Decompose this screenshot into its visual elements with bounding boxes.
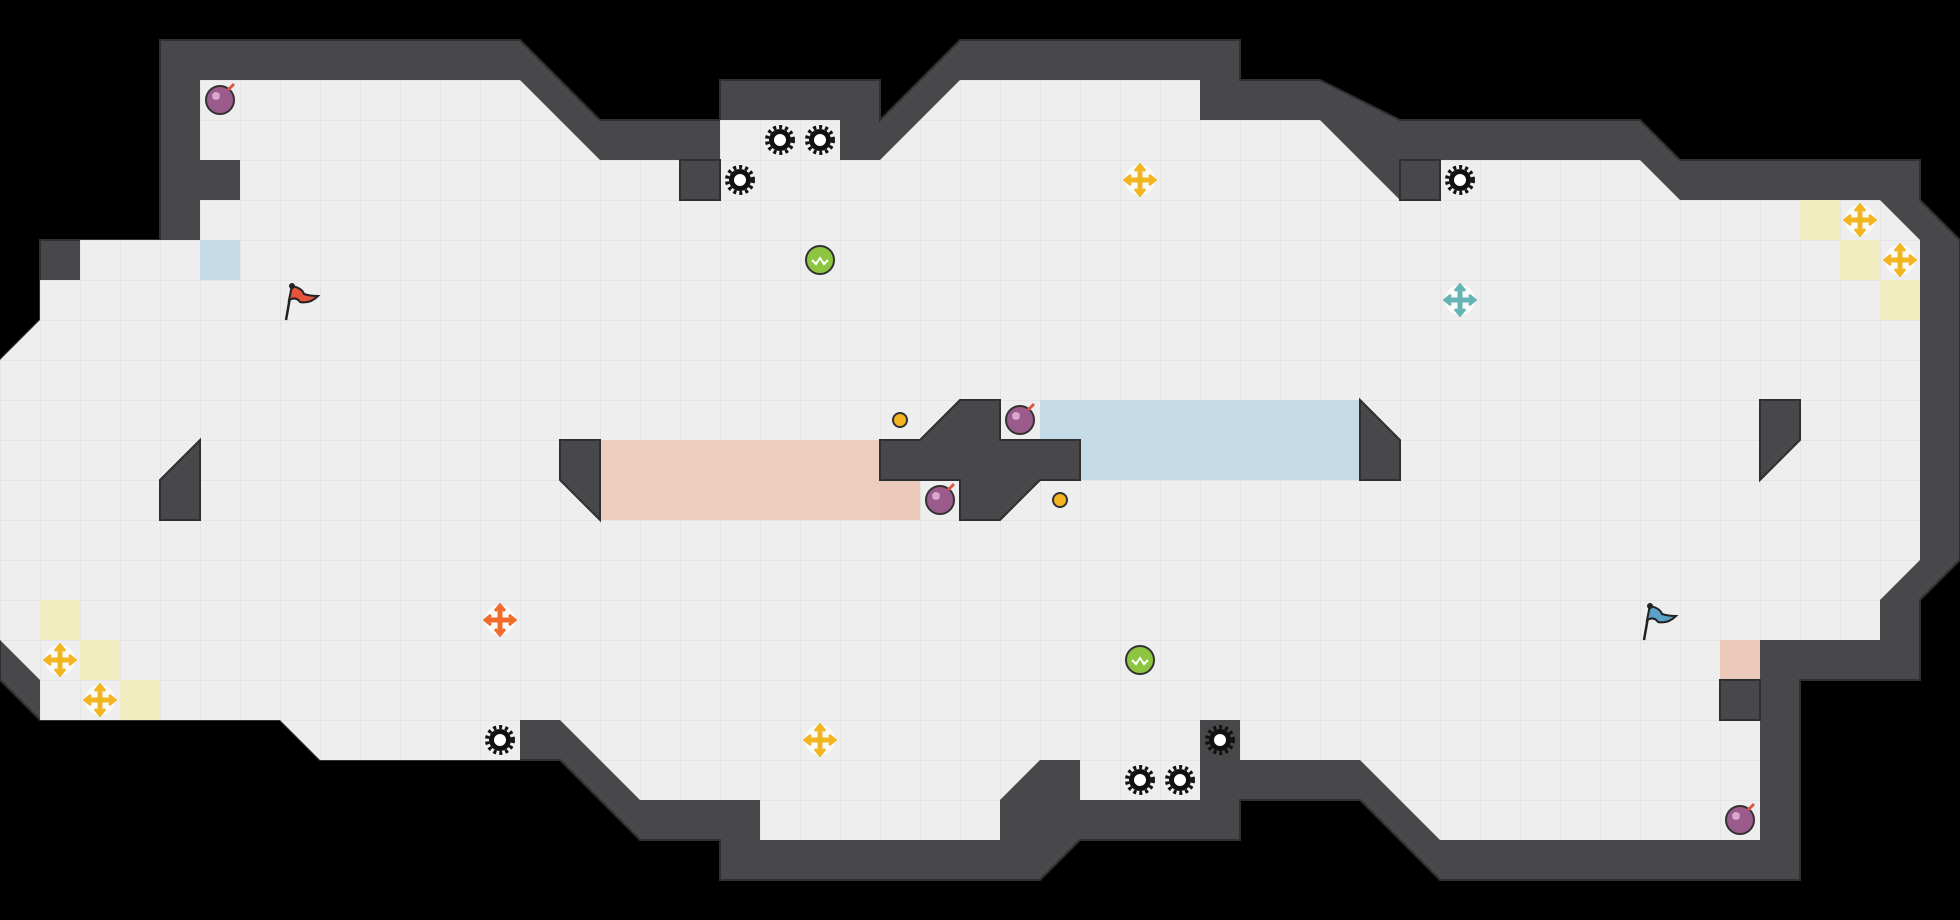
wall-top-notch <box>679 159 721 201</box>
boost-pad-icon <box>1122 162 1158 198</box>
red-boost-pad-icon <box>482 602 518 638</box>
red-zone-left-ext <box>880 480 920 520</box>
blue-zone-center-low <box>1080 440 1360 480</box>
wall-right-triangle <box>1759 399 1801 483</box>
boost-pad-icon <box>1842 202 1878 238</box>
yellow-zone-tr-1 <box>1800 200 1840 240</box>
spike-icon <box>1205 725 1235 755</box>
blue-zone-small <box>200 240 240 280</box>
powerup-icon <box>805 245 835 275</box>
spike-icon <box>485 725 515 755</box>
spike-icon <box>765 125 795 155</box>
portal-icon <box>1052 492 1068 508</box>
red-flag-icon <box>284 283 321 321</box>
spikes <box>485 125 1475 795</box>
blue-zone-center <box>1040 400 1360 440</box>
wall-top-right-notch <box>1399 159 1441 201</box>
blue-flag-icon <box>1642 603 1679 641</box>
yellow-zone-bl-1 <box>40 600 80 640</box>
spike-icon <box>1445 165 1475 195</box>
wall-mid-right <box>1359 397 1401 481</box>
boost-pad-icon <box>42 642 78 678</box>
spike-icon <box>1125 765 1155 795</box>
spike-icon <box>1165 765 1195 795</box>
bomb-icon <box>1725 802 1756 835</box>
spike-icon <box>725 165 755 195</box>
spike-icon <box>805 125 835 155</box>
wall-mid-left <box>559 439 601 523</box>
red-zone-left <box>600 440 880 520</box>
portals <box>892 412 1068 508</box>
boost-pad-icon <box>1882 242 1918 278</box>
yellow-zone-tr-3 <box>1880 280 1920 320</box>
portal-icon <box>892 412 908 428</box>
boost-pad-icon <box>802 722 838 758</box>
yellow-zone-bl-2 <box>80 640 120 680</box>
boost-pads <box>42 162 1918 758</box>
yellow-zone-bl-3 <box>120 680 160 720</box>
powerups <box>805 245 1155 675</box>
red-zone-small <box>1720 640 1760 680</box>
zones <box>40 200 1920 720</box>
inner-walls <box>159 159 1801 721</box>
blue-boost-pad-icon <box>1442 282 1478 318</box>
powerup-icon <box>1125 645 1155 675</box>
yellow-zone-tr-2 <box>1840 240 1880 280</box>
bombs <box>205 82 1756 835</box>
bomb-icon <box>205 82 236 115</box>
wall-left-triangle <box>159 437 201 521</box>
wall-center <box>879 399 1081 521</box>
bomb-icon <box>1005 402 1036 435</box>
wall-bottom-right-notch <box>1719 679 1761 721</box>
boost-pad-icon <box>82 682 118 718</box>
bomb-icon <box>925 482 956 515</box>
